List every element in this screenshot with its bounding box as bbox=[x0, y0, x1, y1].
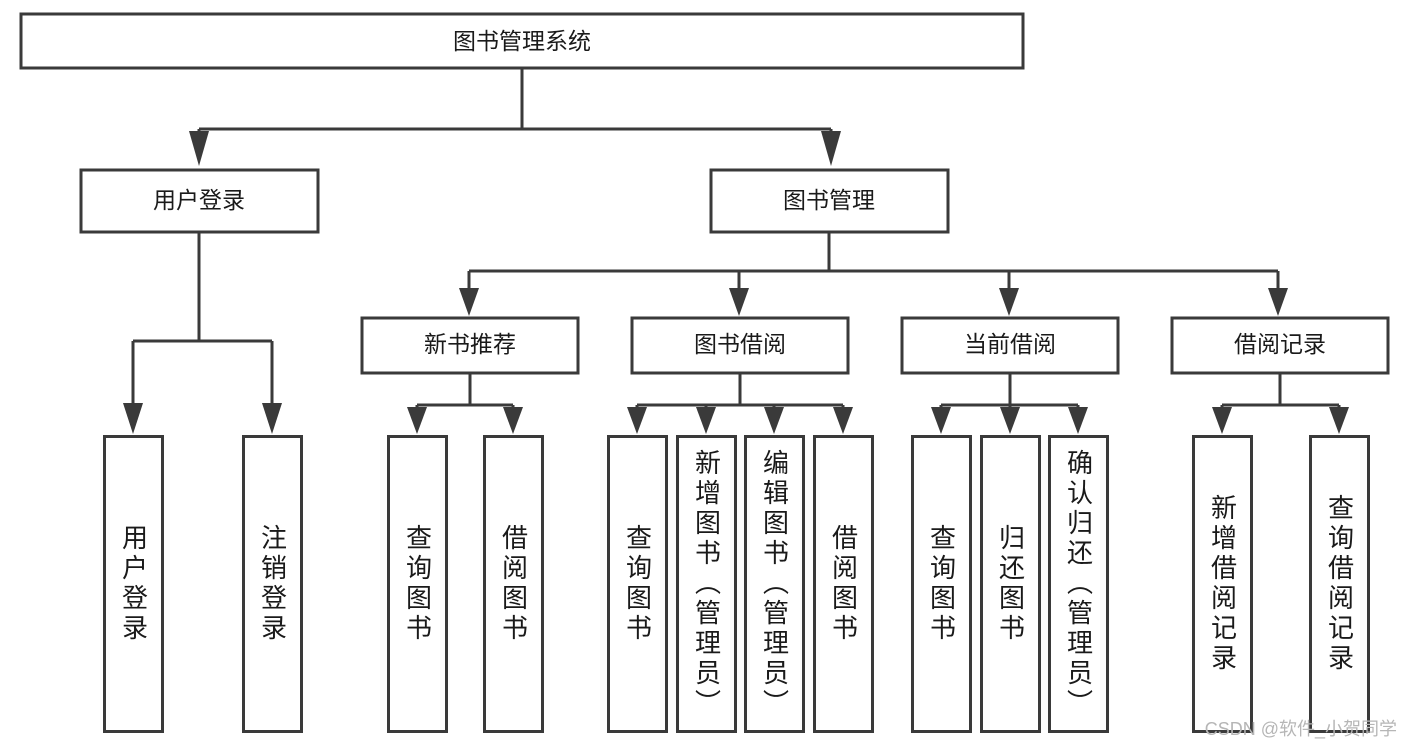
arrow-head-leaf-book-borrow-4 bbox=[833, 407, 853, 434]
node-root-box[interactable] bbox=[19, 12, 1025, 70]
leaf-box-borrow-record-1[interactable]: 新增借阅记录 bbox=[1192, 435, 1253, 733]
leaf-box-book-borrow-4[interactable]: 借阅图书 bbox=[813, 435, 874, 733]
arrow-head-leaf-book-borrow-1 bbox=[627, 407, 647, 434]
arrow-head-leaf-current-borrow-1 bbox=[931, 407, 951, 434]
arrow-head-leaf-new-book-1 bbox=[407, 407, 427, 434]
leaf-label-book-borrow-1: 查询图书 bbox=[622, 524, 653, 644]
leaf-label-user-login-1: 用户登录 bbox=[118, 524, 149, 644]
leaf-label-new-book-1: 查询图书 bbox=[402, 524, 433, 644]
arrow-head-leaf-borrow-record-1 bbox=[1212, 407, 1232, 434]
arrow-head-level3-4 bbox=[1268, 288, 1288, 316]
node-borrow-record-label: 借阅记录 bbox=[1234, 331, 1326, 357]
node-new-book-recommend-box[interactable] bbox=[360, 316, 580, 375]
leaf-box-current-borrow-1[interactable]: 查询图书 bbox=[911, 435, 972, 733]
leaf-label-current-borrow-3: 确认归还（管理员） bbox=[1063, 449, 1094, 719]
leaf-box-book-borrow-3[interactable]: 编辑图书（管理员） bbox=[744, 435, 805, 733]
node-root-label: 图书管理系统 bbox=[453, 28, 591, 54]
arrow-head-user-login bbox=[189, 131, 209, 166]
leaf-box-current-borrow-3[interactable]: 确认归还（管理员） bbox=[1048, 435, 1109, 733]
leaf-label-book-borrow-3: 编辑图书（管理员） bbox=[759, 449, 790, 719]
arrow-head-book-manage bbox=[821, 131, 841, 166]
leaf-box-new-book-2[interactable]: 借阅图书 bbox=[483, 435, 544, 733]
leaf-label-current-borrow-2: 归还图书 bbox=[995, 524, 1026, 644]
leaf-label-user-login-2: 注销登录 bbox=[257, 524, 288, 644]
leaf-label-borrow-record-1: 新增借阅记录 bbox=[1207, 494, 1238, 674]
arrow-head-leaf-book-borrow-2 bbox=[696, 407, 716, 434]
csdn-watermark: CSDN @软件_小贺同学 bbox=[1204, 719, 1397, 739]
leaf-box-user-login-1[interactable]: 用户登录 bbox=[103, 435, 164, 733]
leaf-box-book-borrow-1[interactable]: 查询图书 bbox=[607, 435, 668, 733]
node-new-book-recommend-label: 新书推荐 bbox=[424, 331, 516, 357]
arrow-head-level3-1 bbox=[459, 288, 479, 316]
leaf-label-borrow-record-2: 查询借阅记录 bbox=[1324, 494, 1355, 674]
leaf-label-current-borrow-1: 查询图书 bbox=[926, 524, 957, 644]
arrow-head-leaf-book-borrow-3 bbox=[764, 407, 784, 434]
leaf-box-borrow-record-2[interactable]: 查询借阅记录 bbox=[1309, 435, 1370, 733]
arrow-head-leaf-current-borrow-2 bbox=[1000, 407, 1020, 434]
node-current-borrow-label: 当前借阅 bbox=[964, 331, 1056, 357]
leaf-box-current-borrow-2[interactable]: 归还图书 bbox=[980, 435, 1041, 733]
leaf-box-user-login-2[interactable]: 注销登录 bbox=[242, 435, 303, 733]
leaf-box-new-book-1[interactable]: 查询图书 bbox=[387, 435, 448, 733]
arrow-head-leaf-user-login-1 bbox=[123, 403, 143, 434]
leaf-label-new-book-2: 借阅图书 bbox=[498, 524, 529, 644]
node-book-borrow-label: 图书借阅 bbox=[694, 331, 786, 357]
arrow-head-leaf-current-borrow-3 bbox=[1068, 407, 1088, 434]
leaf-box-book-borrow-2[interactable]: 新增图书（管理员） bbox=[676, 435, 737, 733]
node-book-manage-label: 图书管理 bbox=[783, 187, 875, 213]
arrow-head-level3-3 bbox=[999, 288, 1019, 316]
node-user-login-label: 用户登录 bbox=[153, 187, 245, 213]
arrow-head-leaf-borrow-record-2 bbox=[1329, 407, 1349, 434]
arrow-head-leaf-user-login-2 bbox=[262, 403, 282, 434]
leaf-label-book-borrow-4: 借阅图书 bbox=[828, 524, 859, 644]
arrow-head-leaf-new-book-2 bbox=[503, 407, 523, 434]
arrow-head-level3-2 bbox=[729, 288, 749, 316]
node-current-borrow-box[interactable] bbox=[900, 316, 1120, 375]
leaf-label-book-borrow-2: 新增图书（管理员） bbox=[691, 449, 722, 719]
